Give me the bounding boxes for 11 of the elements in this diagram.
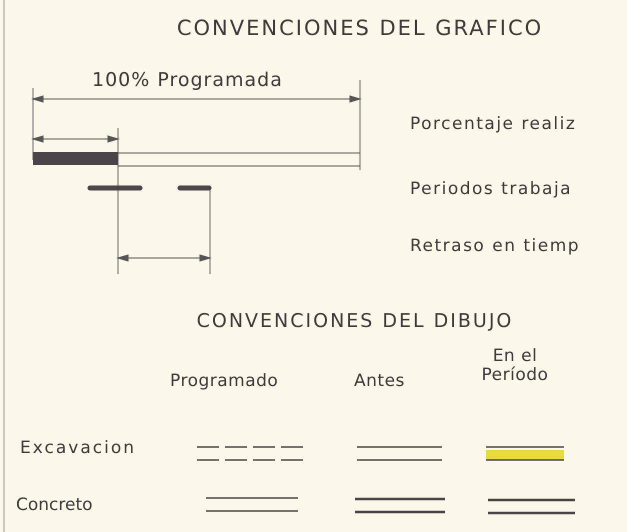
legend-text: Retraso en tiemp	[410, 237, 580, 256]
row-label: Excavacion	[20, 439, 136, 458]
column-header: En el Período	[480, 347, 550, 384]
legend-text: Porcentaje realiz	[410, 115, 576, 134]
column-header: Antes	[354, 372, 405, 391]
column-header: Programado	[170, 372, 278, 391]
legend-text: Periodos trabaja	[410, 180, 572, 199]
row-label: Concreto	[16, 496, 93, 515]
section-heading: CONVENCIONES DEL DIBUJO	[196, 311, 514, 332]
dimension-label: 100% Programada	[92, 70, 283, 91]
diagram-title: CONVENCIONES DEL GRAFICO	[176, 16, 544, 40]
